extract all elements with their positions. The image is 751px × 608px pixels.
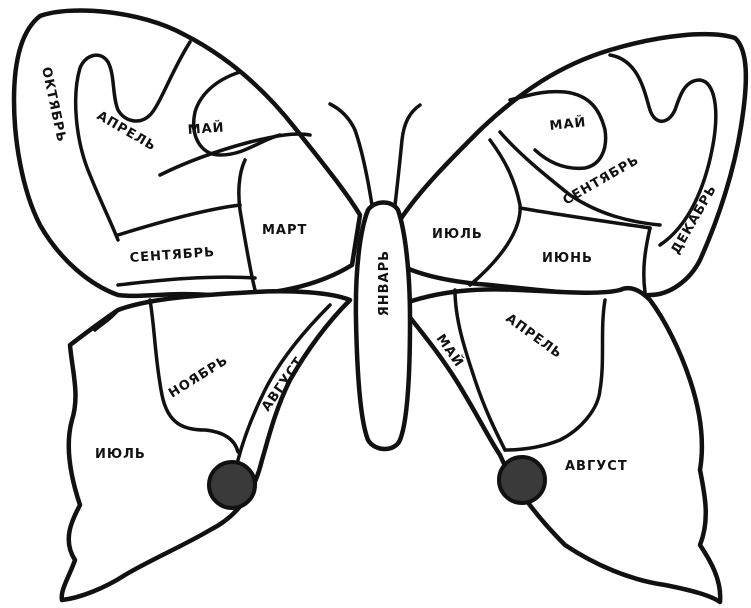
label-right-june: ИЮНЬ [542,251,593,266]
right-hindwing-eyespot [499,457,545,503]
left-hindwing-eyespot [209,462,255,508]
label-right-august: АВГУСТ [565,459,628,474]
label-left-may: МАЙ [187,119,225,138]
label-right-july: ИЮЛЬ [432,227,483,242]
left-hindwing [62,291,350,600]
label-left-july: ИЮЛЬ [95,447,146,462]
left-hindwing-outline [62,291,350,600]
label-left-march: МАРТ [262,223,307,238]
butterfly-body [330,104,420,449]
label-body-january: ЯНВАРЬ [377,250,392,316]
right-antenna [395,105,420,205]
body-outline [356,203,410,450]
